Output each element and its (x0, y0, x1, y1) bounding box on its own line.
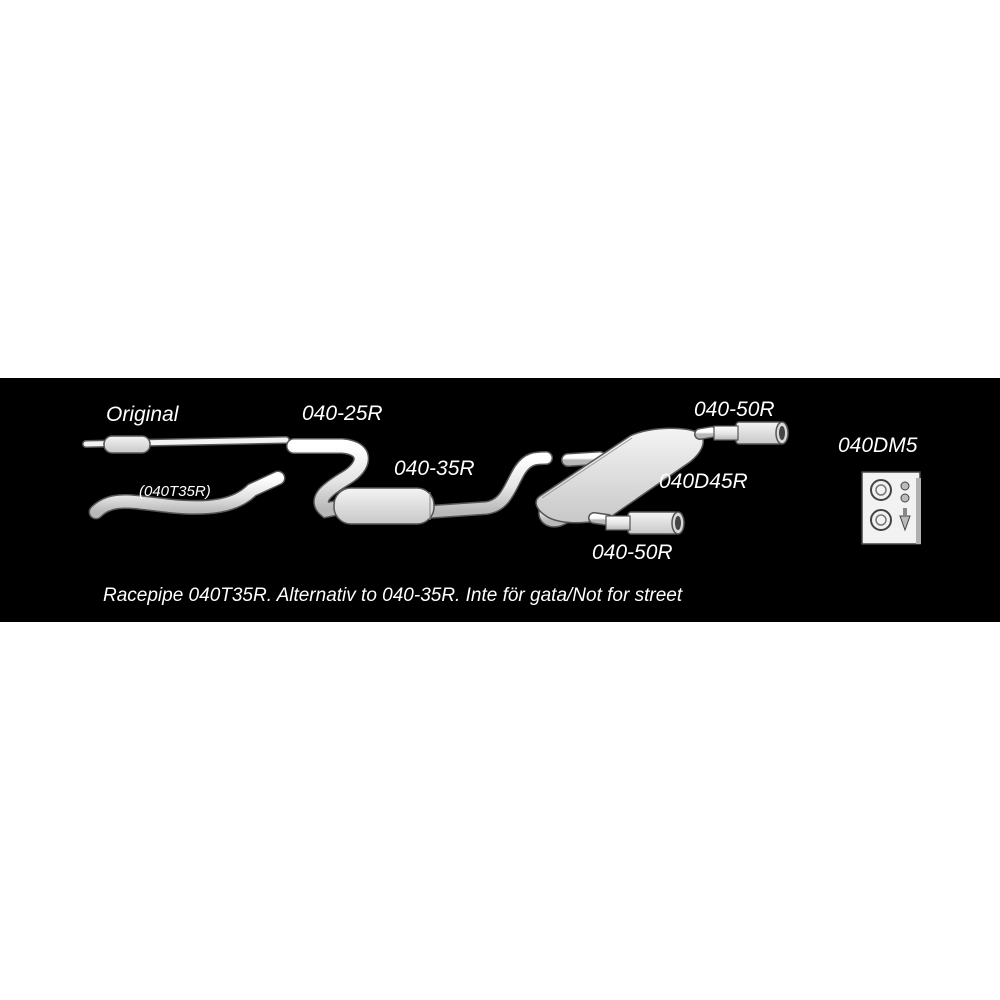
tailpipe-bottom (605, 511, 685, 535)
exhaust-diagram-banner: Original (040T35R) 040-25R 040-35R 040-5… (0, 378, 1000, 622)
race-pipe (88, 470, 286, 520)
label-tailpipe-top: 040-50R (694, 398, 775, 421)
label-rear-muffler: 040D45R (659, 470, 748, 493)
caption: Racepipe 040T35R. Alternativ to 040-35R.… (103, 585, 683, 606)
rear-muffler (535, 426, 718, 528)
original-pipe (82, 435, 290, 454)
label-middle-muffler: 040-35R (394, 457, 475, 480)
front-pipe (286, 438, 370, 519)
label-tailpipe-bottom: 040-50R (592, 541, 673, 564)
label-mounting-kit: 040DM5 (838, 434, 918, 457)
label-front-pipe: 040-25R (302, 402, 383, 425)
tailpipe-top (713, 421, 789, 445)
middle-muffler (333, 451, 553, 525)
exhaust-parts-drawing (82, 421, 921, 545)
mounting-kit (861, 471, 921, 545)
label-race-pipe: (040T35R) (139, 483, 211, 500)
label-original: Original (106, 403, 179, 426)
